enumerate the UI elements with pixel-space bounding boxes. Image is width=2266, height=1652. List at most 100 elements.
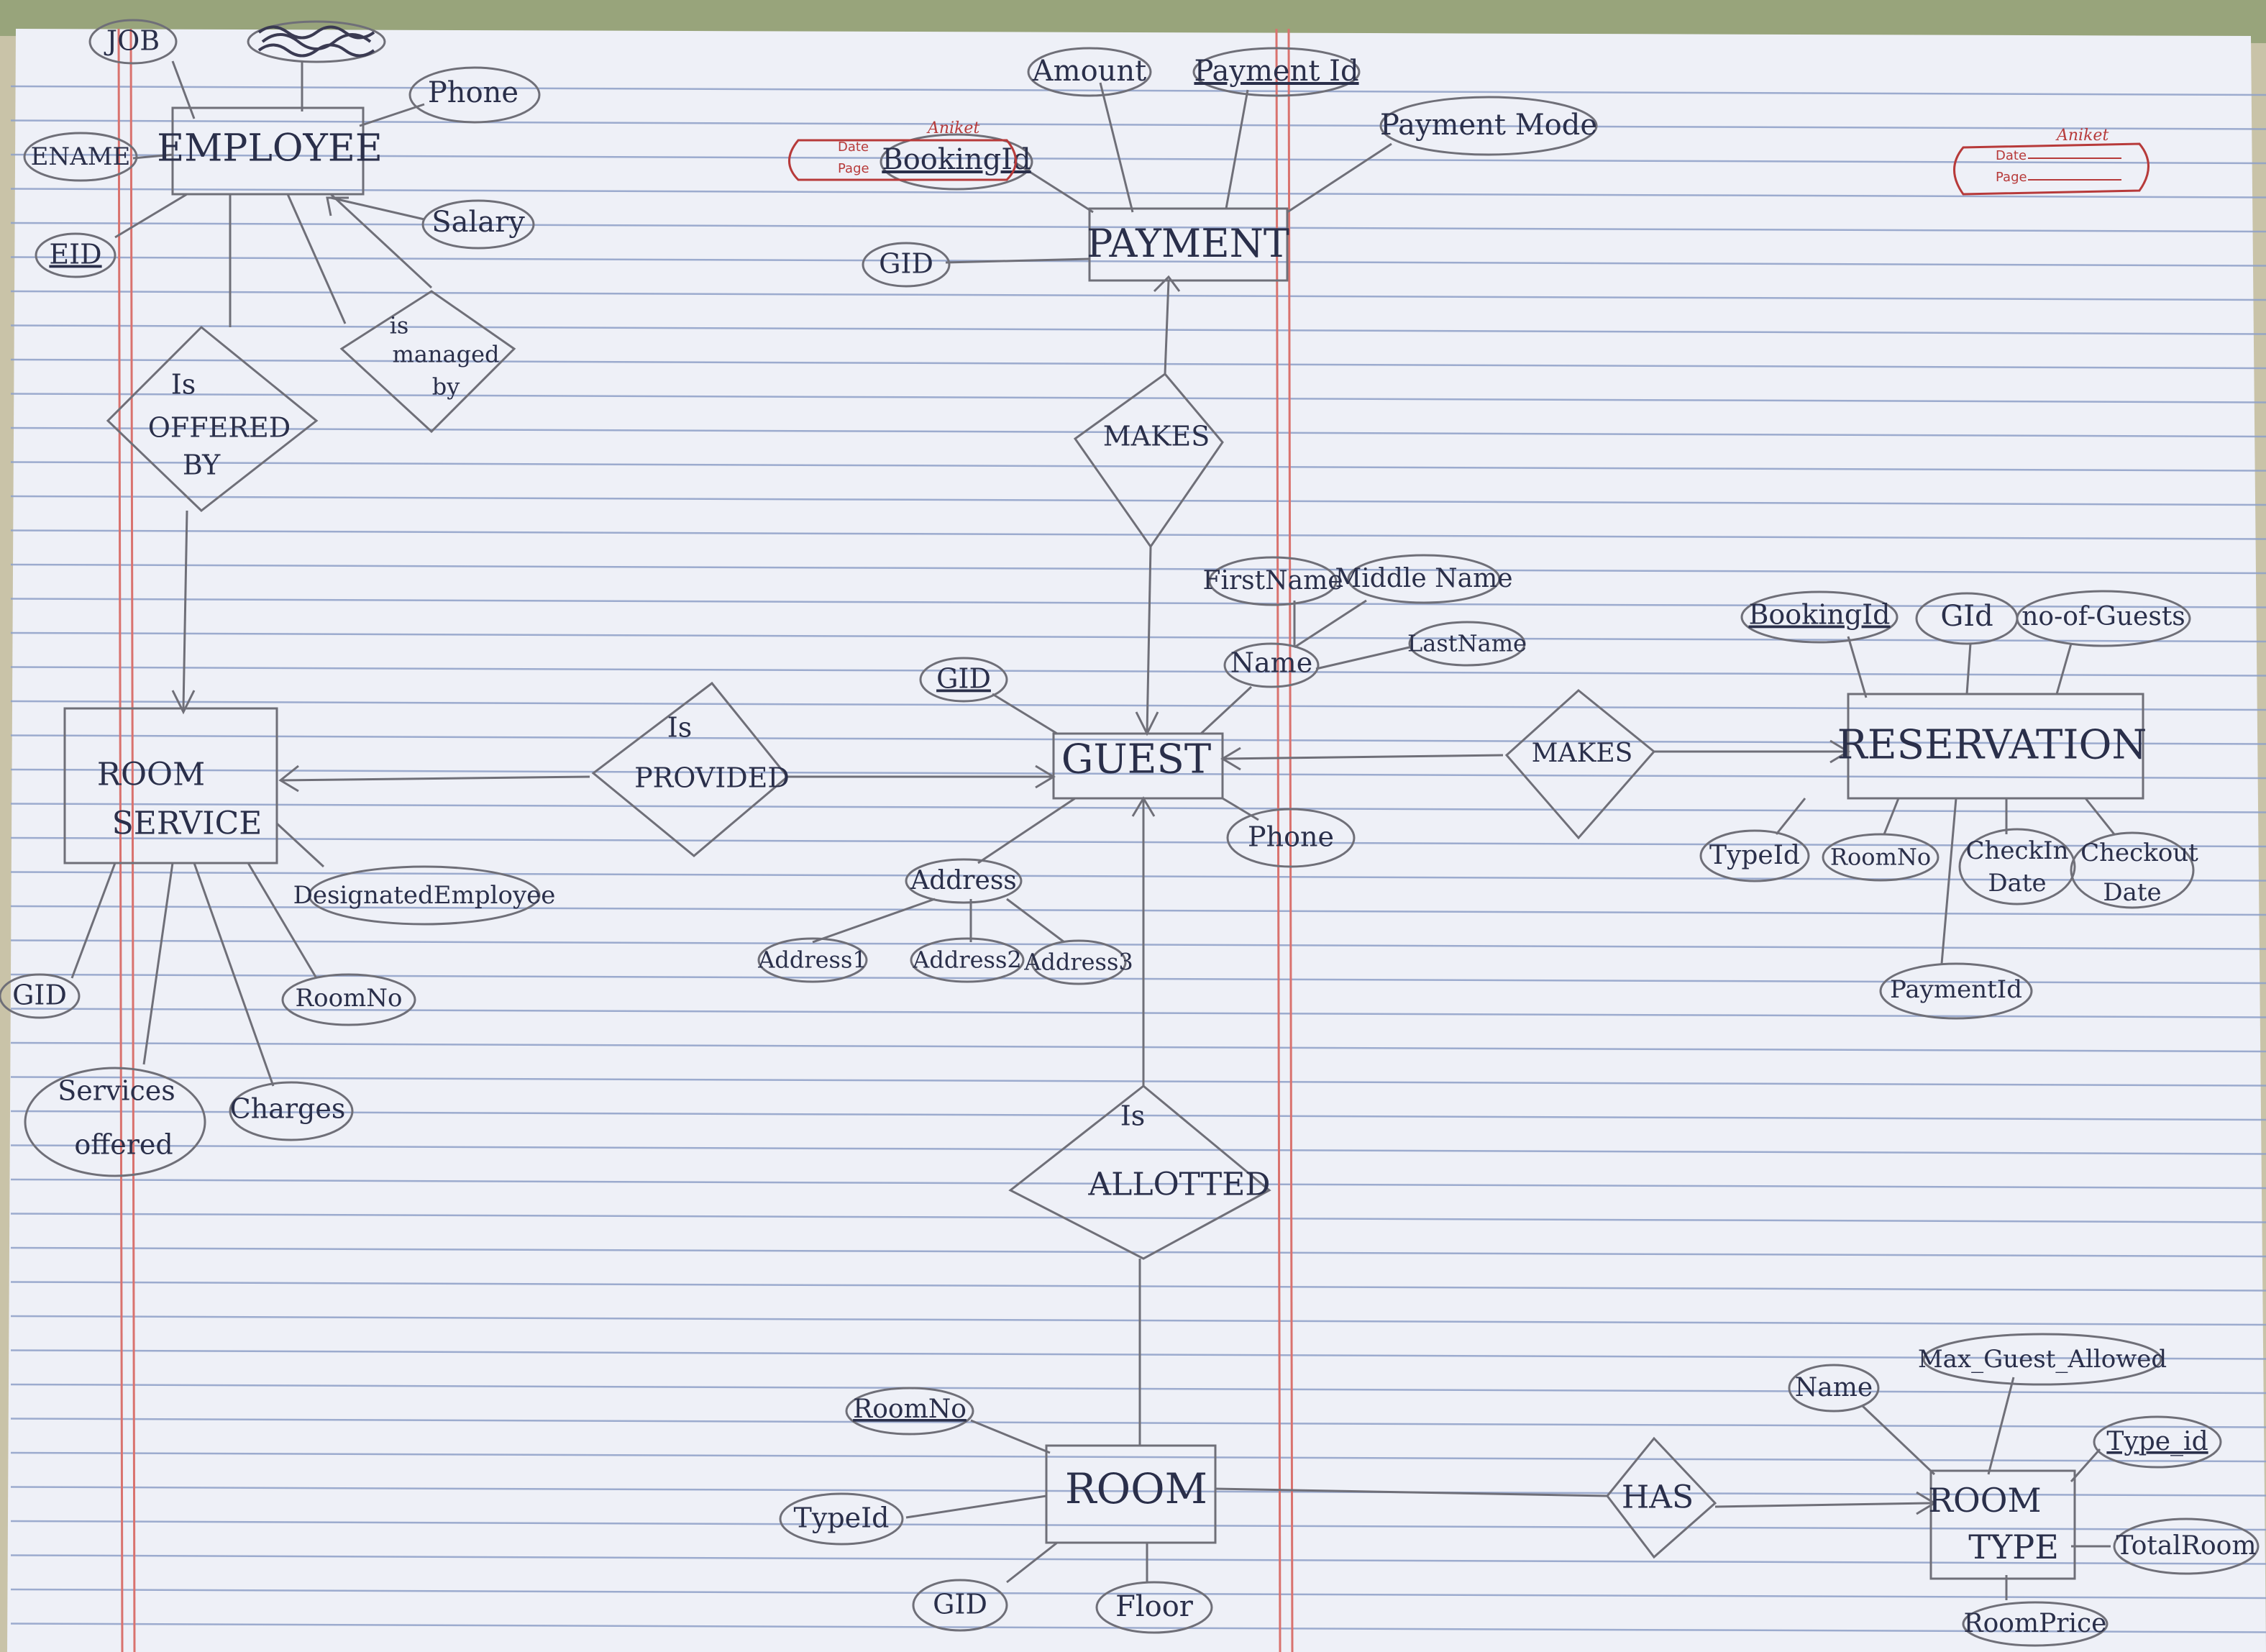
attr-reservation-payment-id-ellipse: [1879, 962, 2033, 1020]
attr-reservation-check-out-line2: Date: [2103, 878, 2161, 907]
attr-reservation-gid: GId: [1940, 600, 1993, 633]
entity-room-type-box: [1929, 1469, 2076, 1580]
attr-room-service-gid: GID: [12, 980, 67, 1011]
entity-guest: GUEST: [1061, 736, 1212, 783]
attr-payment-payment-mode-ellipse: [1379, 96, 1598, 156]
attr-guest-address2-ellipse: [910, 937, 1025, 983]
attr-reservation-room-no: RoomNo: [1830, 844, 1931, 871]
entity-room-type-line2: TYPE: [1968, 1528, 2059, 1566]
ruled-line: [10, 1520, 2266, 1531]
attr-payment-payment-mode: Payment Mode: [1380, 109, 1597, 142]
attr-guest-address1: Address1: [757, 946, 867, 974]
ruled-line: [10, 393, 2266, 403]
attr-guest-address-ellipse: [905, 858, 1023, 904]
ruled-line: [10, 1315, 2266, 1326]
ruled-line: [10, 461, 2266, 472]
attr-payment-booking-id-ellipse: [880, 133, 1033, 191]
attr-guest-address: Address: [910, 866, 1017, 895]
attr-room-type-id-ellipse: [779, 1492, 904, 1546]
attr-guest-gid-ellipse: [919, 657, 1008, 703]
attr-employee-ename: ENAME: [31, 142, 131, 171]
entity-room-service-line2: SERVICE: [112, 806, 262, 842]
stamp-left-brand: Aniket: [926, 119, 979, 137]
ruled-lines: [10, 85, 2266, 1633]
attr-payment-amount-ellipse: [1027, 47, 1152, 97]
attr-room-service-room-no-ellipse: [281, 973, 416, 1026]
attr-room-service-charges-ellipse: [229, 1081, 354, 1141]
attr-room-type-max-guest-ellipse: [1922, 1333, 2162, 1386]
ruled-line: [10, 768, 2266, 780]
center-margin-line-2: [1287, 28, 1294, 1652]
ruled-line: [10, 1076, 2266, 1087]
ruled-line: [10, 358, 2266, 370]
entity-payment: PAYMENT: [1087, 221, 1289, 266]
attr-payment-amount: Amount: [1032, 55, 1147, 88]
attr-guest-name: Name: [1230, 647, 1312, 679]
attr-guest-gid: GID: [936, 663, 991, 695]
attr-payment-gid: GID: [879, 248, 933, 280]
rel-makes-reservation: MAKES: [1532, 739, 1633, 768]
ruled-line: [10, 222, 2266, 233]
ruled-line: [10, 1451, 2266, 1463]
rel-makes-payment: MAKES: [1103, 421, 1210, 452]
page-stamp-right: Aniket Date Page: [1953, 127, 2149, 196]
ruled-line: [10, 1588, 2266, 1599]
attr-reservation-no-of-guests: no-of-Guests: [2021, 602, 2185, 631]
attr-room-type-total-room-ellipse: [2113, 1518, 2260, 1575]
rel-is-managed-by-line3: by: [432, 373, 460, 401]
ruled-line: [10, 426, 2266, 438]
attr-employee-eid: EID: [49, 239, 101, 270]
rel-is-offered-by-diamond: [106, 325, 319, 512]
ruled-line: [10, 1178, 2266, 1190]
attr-guest-address2: Address2: [912, 946, 1022, 974]
rel-is-allotted-line1: Is: [1120, 1100, 1146, 1132]
rel-is-offered-by-line2: OFFERED: [148, 412, 291, 444]
attr-room-type-id: TypeId: [794, 1502, 890, 1534]
attr-reservation-room-no-ellipse: [1822, 833, 1940, 882]
ruled-line: [10, 700, 2266, 711]
attr-guest-name-ellipse: [1223, 642, 1320, 688]
attr-reservation-type-id: TypeId: [1709, 841, 1800, 870]
attr-room-type-room-price: RoomPrice: [1963, 1609, 2106, 1638]
entity-reservation-box: [1847, 693, 2144, 800]
attr-payment-gid-ellipse: [862, 242, 951, 288]
rel-makes-reservation-diamond: [1504, 689, 1656, 840]
entity-reservation: RESERVATION: [1837, 722, 2147, 769]
attr-room-room-no: RoomNo: [853, 1395, 967, 1424]
attr-employee-job-ellipse: [88, 19, 178, 65]
attr-room-type-name: Name: [1795, 1373, 1873, 1402]
rel-has: HAS: [1622, 1479, 1694, 1516]
attr-room-service-designated-employee-ellipse: [308, 865, 541, 926]
ruled-line: [10, 1213, 2266, 1223]
attr-room-type-type-id: Type_id: [2106, 1427, 2208, 1456]
stamp-left-page: Page: [838, 161, 869, 176]
ruled-line: [10, 563, 2266, 575]
attr-reservation-check-in-line2: Date: [1988, 869, 2046, 898]
center-margin-line: [1275, 28, 1282, 1652]
attr-room-service-services-line2: offered: [74, 1129, 173, 1161]
notebook-paper: [7, 29, 2266, 1652]
rel-is-managed-by-line1: is: [390, 312, 409, 339]
manager-scribble-icon: [257, 25, 375, 58]
attr-room-service-charges: Charges: [230, 1093, 346, 1125]
stamp-right-brand: Aniket: [2055, 127, 2109, 145]
attr-reservation-check-out-ellipse: [2070, 831, 2195, 909]
ruled-line: [10, 631, 2266, 643]
ruled-line: [10, 529, 2266, 540]
ruled-line: [10, 1554, 2266, 1565]
attr-room-service-room-no: RoomNo: [296, 984, 403, 1013]
attr-guest-address3: Address3: [1023, 949, 1133, 976]
ruled-line: [10, 836, 2266, 848]
attr-employee-ename-ellipse: [23, 132, 138, 182]
ruled-line: [10, 939, 2266, 950]
attr-reservation-type-id-ellipse: [1699, 829, 1810, 882]
attr-guest-middlename: Middle Name: [1335, 564, 1512, 593]
attr-reservation-no-of-guests-ellipse: [2016, 590, 2191, 647]
rel-is-provided-line1: Is: [667, 712, 693, 744]
ruled-line: [10, 1008, 2266, 1018]
entity-room-type-line1: ROOM: [1928, 1481, 2041, 1520]
entity-guest-box: [1052, 732, 1224, 800]
attr-employee-eid-ellipse: [35, 232, 117, 278]
attr-employee-salary: Salary: [431, 206, 525, 239]
entity-room: ROOM: [1065, 1464, 1207, 1513]
